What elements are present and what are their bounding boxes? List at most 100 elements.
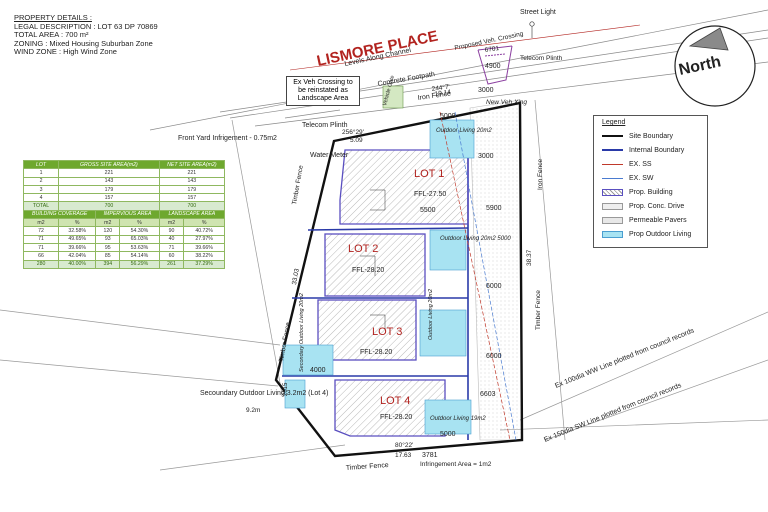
legend-item-ex-sw: EX. SW xyxy=(602,173,654,183)
lot-4-ffl: FFL-28.20 xyxy=(380,414,412,421)
table-cell: 143 xyxy=(158,176,226,186)
table-cell: 95 xyxy=(95,242,121,253)
dim-3837: 38.37 xyxy=(526,249,533,266)
legend-swatch xyxy=(602,175,623,182)
secondary-outdoor-text: Secoundary Outdoor Living 3.2m2 (Lot 4) xyxy=(200,390,328,397)
property-line: LEGAL DESCRIPTION : LOT 63 DP 70869 xyxy=(14,21,158,31)
table-cell: 40.72% xyxy=(183,226,225,236)
timber-fence-left: Timber Fence xyxy=(291,165,305,206)
secondary-outdoor-label: Secoundary Outdoor Living 3.2m2 (Lot 4) xyxy=(200,390,328,397)
telecom-plinth-top: Telecom Plinth xyxy=(520,55,563,62)
brg-top: 244°7' xyxy=(431,83,450,93)
property-line: TOTAL AREA : 700 m² xyxy=(14,30,89,40)
table-cell: m2 xyxy=(22,218,60,228)
buildings xyxy=(317,149,469,437)
table-cell: 700 xyxy=(158,201,226,211)
table-cell: TOTAL xyxy=(22,201,60,211)
street-boundary-line xyxy=(289,24,641,71)
dim-1914: 19.14 xyxy=(434,89,451,98)
lot-1-outdoor: Outdoor Living 20m2 xyxy=(436,128,492,134)
lot-3-dim-6000: 6000 xyxy=(486,353,502,360)
table-header-cell: LANDSCAPE AREA xyxy=(158,209,226,220)
dim-1763: 17.63 xyxy=(395,452,412,459)
legend-swatch xyxy=(602,133,623,140)
table-cell: 4 xyxy=(22,193,60,203)
brg-left-top: 256°29' xyxy=(342,128,364,136)
lot-4-dim-2815: 2815 xyxy=(283,382,289,396)
lot-2-outdoor: Outdoor Living 20m2 5000 xyxy=(440,236,511,242)
table-cell: 120 xyxy=(95,226,121,236)
table-cell: % xyxy=(183,218,225,228)
dim-6603: 6603 xyxy=(480,391,496,398)
table-cell: 56.29% xyxy=(119,259,160,269)
iron-fence-right: Iron Fence xyxy=(537,159,544,190)
concrete-footpath: Concrete Footpath xyxy=(377,71,435,88)
dim-3303: 33.03 xyxy=(291,268,301,286)
new-veh-xing: New Veh Xing xyxy=(486,99,527,106)
lot-3-dim-4000: 4000 xyxy=(310,367,326,374)
street-light-icon xyxy=(529,21,535,38)
table-cell: % xyxy=(119,218,160,228)
lot-2-name: LOT 2 xyxy=(348,243,378,255)
brg-bottom: 80°22' xyxy=(395,441,413,449)
table-row: 1 221 221 xyxy=(22,168,226,178)
legend-item-prop-conc-drive: Prop. Conc. Drive xyxy=(602,201,684,211)
legend-item-internal-boundary: Internal Boundary xyxy=(602,145,684,155)
legend-label: Internal Boundary xyxy=(629,146,685,154)
lot-4-name: LOT 4 xyxy=(380,395,410,407)
table-cell: 54.30% xyxy=(119,226,160,236)
table-cell: 3 xyxy=(22,184,60,195)
table-header-cell: NET SITE AREA(m2) xyxy=(158,159,226,170)
table-header-cell: LOT xyxy=(22,159,60,170)
table-cell: 143 xyxy=(58,176,160,186)
timber-fence-right: Timber Fence xyxy=(535,290,542,330)
table-cell: 60 xyxy=(158,251,185,261)
internal-boundaries xyxy=(282,130,469,440)
legend-swatch xyxy=(602,230,623,238)
table-row: 3 179 179 xyxy=(22,184,226,195)
table-cell: 66 xyxy=(22,251,60,261)
table-total-row: 280 40.00% 394 56.29% 261 37.29% xyxy=(22,259,225,269)
neighbour-lines xyxy=(0,99,768,471)
lot-1-dim-5500: 5500 xyxy=(420,207,436,214)
dim-6701: 6701 xyxy=(484,45,500,54)
legend-label: Site Boundary xyxy=(629,132,673,140)
telecom-plinth-left: Telecom Plinth xyxy=(302,122,348,129)
outdoor-areas xyxy=(282,119,475,435)
lot-4-outdoor: Outdoor Living 19m2 xyxy=(430,416,486,422)
table-total-row: TOTAL 700 700 xyxy=(22,201,226,211)
proposed-crossing xyxy=(477,45,513,85)
table-cell: 42.04% xyxy=(58,251,97,261)
legend-label: Prop. Building xyxy=(629,188,673,196)
table-cell: 157 xyxy=(158,193,226,203)
legend-item-ex-ss: EX. SS xyxy=(602,159,652,169)
table-cell: 221 xyxy=(158,168,226,178)
table-cell: 221 xyxy=(58,168,160,178)
table-cell: 65.03% xyxy=(119,234,160,244)
ex-ss-line xyxy=(439,111,511,441)
table-cell: 85 xyxy=(95,251,121,261)
legend-label: Prop Outdoor Living xyxy=(629,230,692,238)
ex-veh-crossing-text: Ex Veh Crossing to be reinstated as Land… xyxy=(293,79,353,102)
property-details-heading: PROPERTY DETAILS : xyxy=(14,13,92,22)
concrete-drive xyxy=(469,99,523,441)
table-cell: 72 xyxy=(22,226,60,236)
ww-line-label: Ex 100dia WW Line plotted from council r… xyxy=(554,327,696,390)
dim-5000-lot4: 5000 xyxy=(440,431,456,438)
lot-1-dim-5900: 5900 xyxy=(486,205,502,212)
front-yard-label: Front Yard Infrigement - 0.75m2 xyxy=(178,135,277,142)
legend-item-prop-building: Prop. Building xyxy=(602,187,673,197)
water-meter-label: Water Meter xyxy=(310,152,349,159)
ex-veh-crossing-callout: Ex Veh Crossing to be reinstated as Land… xyxy=(286,76,360,106)
table-cell: 27.97% xyxy=(183,234,225,244)
table-header-cell: IMPERVIOUS AREA xyxy=(95,209,160,220)
table-header-row: LOT GROSS SITE AREA(m2) NET SITE AREA(m2… xyxy=(22,159,226,170)
table-cell: 38.22% xyxy=(183,251,225,261)
lot-2-ffl: FFL-28.20 xyxy=(352,267,384,274)
table-cell: 40.00% xyxy=(58,259,97,269)
legend-label: EX. SS xyxy=(629,160,652,168)
table-row: 71 39.66% 95 53.63% 71 39.66% xyxy=(22,242,225,253)
lot-3-outdoor: Outdoor Living 20m2 xyxy=(428,289,434,340)
north-arrow-icon xyxy=(688,27,729,51)
